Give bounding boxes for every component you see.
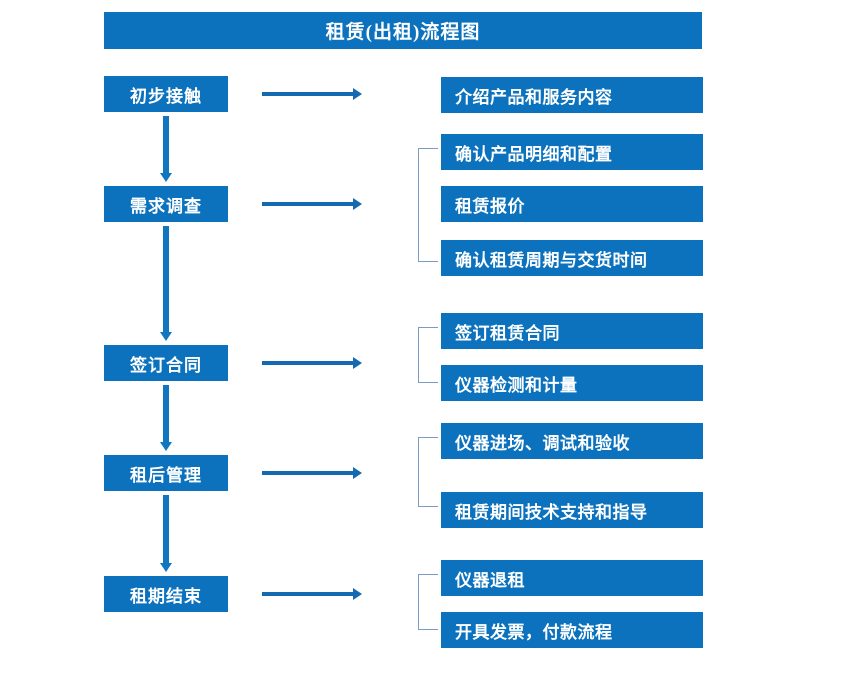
detail-node-technical-support[interactable]: 租赁期间技术支持和指导 <box>441 492 703 528</box>
vertical-arrow-icon-3 <box>160 385 172 451</box>
detail-node-confirm-product-details[interactable]: 确认产品明细和配置 <box>441 134 703 170</box>
horizontal-arrow-icon-1 <box>262 88 362 100</box>
detail-node-instrument-entry-commissioning[interactable]: 仪器进场、调试和验收 <box>441 423 703 459</box>
detail-node-lease-quotation[interactable]: 租赁报价 <box>441 186 703 222</box>
detail-node-label: 仪器进场、调试和验收 <box>455 433 630 453</box>
group-bracket-requirement-survey <box>418 148 438 262</box>
horizontal-arrow-icon-5 <box>262 588 362 600</box>
stage-node-sign-contract[interactable]: 签订合同 <box>104 345 228 381</box>
stage-node-label: 签订合同 <box>130 355 202 375</box>
detail-node-label: 仪器检测和计量 <box>455 375 578 395</box>
stage-node-label: 租期结束 <box>130 586 202 606</box>
chart-title: 租赁(出租)流程图 <box>104 12 702 49</box>
detail-node-sign-lease-contract[interactable]: 签订租赁合同 <box>441 313 703 349</box>
group-bracket-lease-end <box>418 574 438 630</box>
group-bracket-post-lease-management <box>418 437 438 507</box>
stage-node-post-lease-management[interactable]: 租后管理 <box>104 455 228 491</box>
horizontal-arrow-icon-4 <box>262 467 362 479</box>
group-bracket-sign-contract <box>418 327 438 383</box>
detail-node-label: 介绍产品和服务内容 <box>455 87 613 107</box>
stage-node-lease-end[interactable]: 租期结束 <box>104 576 228 612</box>
detail-node-introduce-products[interactable]: 介绍产品和服务内容 <box>441 77 703 113</box>
stage-node-label: 租后管理 <box>130 465 202 485</box>
detail-node-label: 签订租赁合同 <box>455 323 560 343</box>
detail-node-label: 确认产品明细和配置 <box>455 144 613 164</box>
stage-node-requirement-survey[interactable]: 需求调查 <box>104 186 228 222</box>
stage-node-initial-contact[interactable]: 初步接触 <box>104 76 228 112</box>
vertical-arrow-icon-1 <box>160 116 172 182</box>
detail-node-instrument-return[interactable]: 仪器退租 <box>441 560 703 596</box>
detail-node-label: 租赁期间技术支持和指导 <box>455 502 648 522</box>
detail-node-instrument-inspection[interactable]: 仪器检测和计量 <box>441 365 703 401</box>
vertical-arrow-icon-4 <box>160 495 172 572</box>
detail-node-invoice-payment[interactable]: 开具发票，付款流程 <box>441 612 703 648</box>
horizontal-arrow-icon-3 <box>262 357 362 369</box>
vertical-arrow-icon-2 <box>160 226 172 341</box>
detail-node-label: 仪器退租 <box>455 570 525 590</box>
horizontal-arrow-icon-2 <box>262 198 362 210</box>
detail-node-label: 确认租赁周期与交货时间 <box>455 250 648 270</box>
detail-node-confirm-lease-period[interactable]: 确认租赁周期与交货时间 <box>441 240 703 276</box>
detail-node-label: 租赁报价 <box>455 196 525 216</box>
stage-node-label: 需求调查 <box>130 196 202 216</box>
detail-node-label: 开具发票，付款流程 <box>455 622 613 642</box>
stage-node-label: 初步接触 <box>130 86 202 106</box>
